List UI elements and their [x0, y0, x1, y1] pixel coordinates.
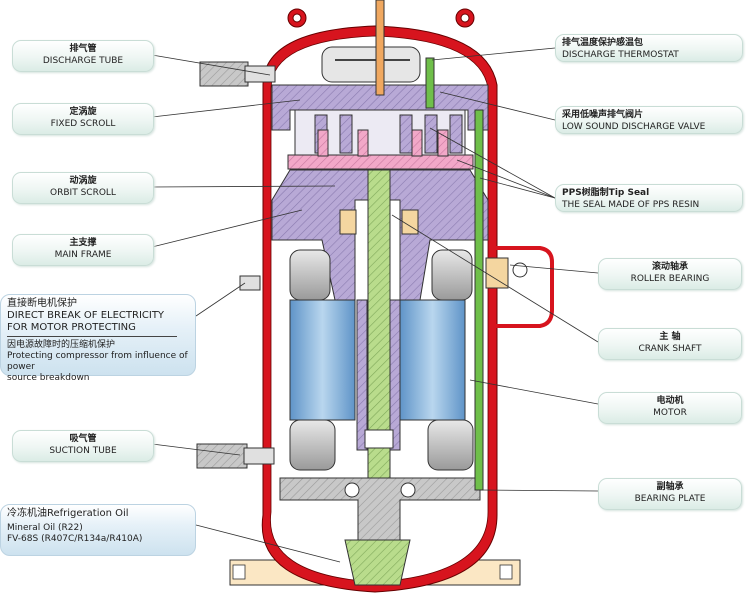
motor-protection-divider [7, 336, 177, 337]
label-en: DISCHARGE THERMOSTAT [562, 50, 679, 60]
label-low-sound-valve: 采用低噪声排气阀片 LOW SOUND DISCHARGE VALVE [555, 106, 743, 134]
orbit-scroll [287, 129, 474, 170]
label-motor: 电动机 MOTOR [598, 392, 742, 424]
label-discharge-thermostat: 排气温度保护感温包 DISCHARGE THERMOSTAT [555, 34, 743, 62]
motor-stator [289, 249, 474, 471]
label-cn: 主支撑 [69, 238, 97, 248]
label-bearing-plate: 副轴承 BEARING PLATE [598, 478, 742, 510]
motor-protection-sub-en2: source breakdown [7, 373, 90, 383]
label-en: MAIN FRAME [54, 250, 112, 260]
suction-tube [196, 443, 275, 469]
label-en: BEARING PLATE [634, 494, 706, 504]
label-suction-tube: 吸气管 SUCTION TUBE [12, 430, 154, 462]
crank-shaft [364, 0, 394, 551]
label-en: MOTOR [653, 408, 687, 418]
label-cn: PPS树脂制Tip Seal [562, 188, 650, 198]
motor-protection-box: 直接断电机保护 DIRECT BREAK OF ELECTRICITY FOR … [0, 294, 196, 383]
motor-protection-line1: DIRECT BREAK OF ELECTRICITY [7, 310, 165, 321]
label-cn: 主 轴 [659, 332, 681, 342]
label-en: SUCTION TUBE [49, 446, 117, 456]
label-cn: 采用低噪声排气阀片 [562, 110, 644, 120]
oil-line2: FV-68S (R407C/R134a/R410A) [7, 534, 143, 544]
motor-protection-sub-cn: 因电源故障时的压缩机保护 [7, 340, 116, 350]
oil-line1: Mineral Oil (R22) [7, 523, 83, 533]
discharge-thermostat [425, 57, 484, 491]
label-en: FIXED SCROLL [50, 119, 116, 129]
motor-protection-line2: FOR MOTOR PROTECTING [7, 322, 136, 333]
terminal-box [485, 246, 554, 328]
upper-bearings [339, 209, 419, 235]
label-cn: 吸气管 [69, 434, 97, 444]
label-crank-shaft: 主 轴 CRANK SHAFT [598, 328, 742, 360]
label-en: ORBIT SCROLL [50, 188, 116, 198]
label-en: ROLLER BEARING [630, 274, 710, 284]
label-discharge-tube: 排气管 DISCHARGE TUBE [12, 40, 154, 72]
label-cn: 排气管 [69, 44, 97, 54]
label-cn: 副轴承 [656, 482, 684, 492]
label-cn: 定涡旋 [69, 107, 97, 117]
label-cn: 排气温度保护感温包 [562, 38, 644, 48]
oil-title: 冷冻机油Refrigeration Oil [7, 508, 129, 519]
discharge-tube [199, 61, 276, 87]
label-en: CRANK SHAFT [638, 344, 702, 354]
label-en: THE SEAL MADE OF PPS RESIN [562, 200, 700, 210]
label-cn: 滚动轴承 [651, 262, 688, 272]
label-en: LOW SOUND DISCHARGE VALVE [562, 122, 706, 132]
discharge-chamber [321, 46, 421, 83]
label-main-frame: 主支撑 MAIN FRAME [12, 234, 154, 266]
refrigeration-oil-box: 冷冻机油Refrigeration Oil Mineral Oil (R22) … [0, 504, 196, 556]
oil-sump [344, 539, 411, 586]
main-frame [271, 169, 489, 301]
left-terminal [239, 275, 261, 291]
label-roller-bearing: 滚动轴承 ROLLER BEARING [598, 258, 742, 290]
motor-protection-title: 直接断电机保护 [7, 298, 77, 309]
label-en: DISCHARGE TUBE [42, 56, 124, 66]
label-cn: 动涡旋 [69, 176, 97, 186]
leader-lines [151, 47, 599, 563]
label-tip-seal: PPS树脂制Tip Seal THE SEAL MADE OF PPS RESI… [555, 184, 743, 212]
label-orbit-scroll: 动涡旋 ORBIT SCROLL [12, 172, 154, 204]
label-cn: 电动机 [656, 396, 684, 406]
motor-protection-sub-en1: Protecting compressor from influence of … [7, 351, 188, 372]
label-fixed-scroll: 定涡旋 FIXED SCROLL [12, 103, 154, 135]
